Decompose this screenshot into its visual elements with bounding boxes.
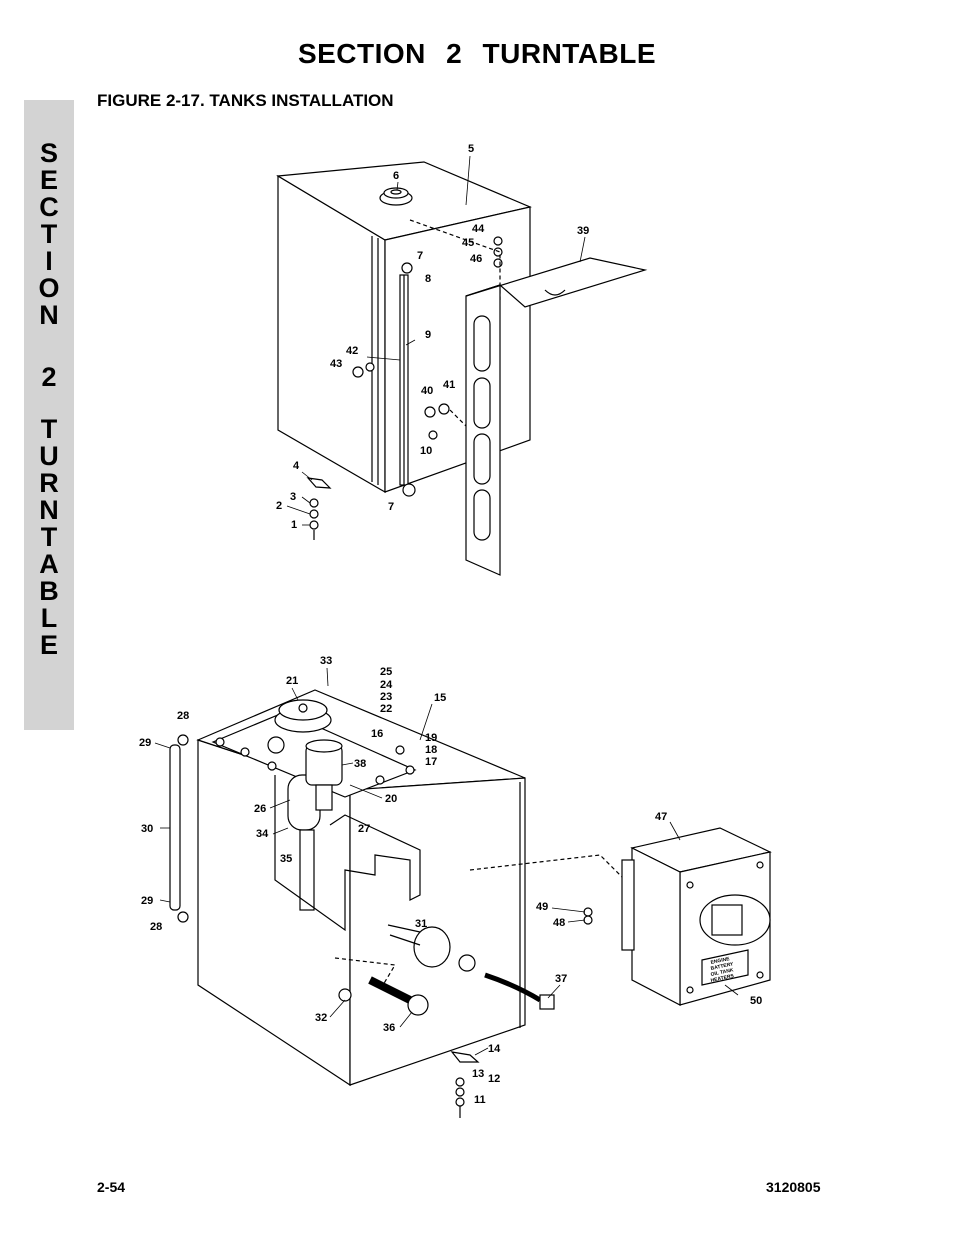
callout: 21 — [286, 675, 298, 687]
sidebar-letter: T — [40, 219, 58, 249]
heater-control-box — [621, 827, 772, 1006]
callout: 16 — [371, 728, 383, 740]
lower-leader-lines — [154, 667, 739, 1056]
callout: 22 — [380, 703, 392, 715]
callout: 12 — [488, 1073, 500, 1085]
callout: 2 — [276, 500, 282, 512]
heater-label-plate: ENGINE BATTERY OIL TANK HEATERS — [710, 956, 735, 984]
callout: 7 — [417, 250, 423, 262]
label-plate-line: ENGINE — [710, 956, 731, 966]
label-plate-line: HEATERS — [710, 973, 735, 984]
callout: 20 — [385, 793, 397, 805]
callout: 4 — [293, 460, 300, 472]
callout: 50 — [750, 995, 762, 1007]
callout: 45 — [462, 237, 474, 249]
callout: 23 — [380, 691, 392, 703]
callout: 13 — [472, 1068, 484, 1080]
sidebar-letter: O — [38, 273, 60, 303]
sidebar-letter: N — [39, 495, 59, 525]
callout: 43 — [330, 358, 342, 370]
label-plate-line: BATTERY — [710, 961, 734, 972]
callout: 18 — [425, 744, 437, 756]
callout: 28 — [177, 710, 189, 722]
callout: 11 — [474, 1094, 486, 1106]
sidebar-letter: C — [39, 192, 59, 222]
callout: 14 — [488, 1043, 501, 1055]
callout: 33 — [320, 655, 332, 667]
label-plate-line: OIL TANK — [710, 967, 734, 978]
sidebar-letter: 2 — [41, 362, 57, 392]
callout: 38 — [354, 758, 366, 770]
sidebar-letter: T — [40, 414, 58, 444]
callout: 30 — [141, 823, 153, 835]
callout: 34 — [256, 828, 269, 840]
callout: 27 — [358, 823, 370, 835]
callout: 3 — [290, 491, 296, 503]
callout: 8 — [425, 273, 431, 285]
callout: 17 — [425, 756, 437, 768]
callout: 1 — [291, 519, 297, 531]
callout: 41 — [443, 379, 455, 391]
sidebar-letter: L — [40, 603, 58, 633]
callout: 36 — [383, 1022, 395, 1034]
callout: 28 — [150, 921, 162, 933]
callout: 9 — [425, 329, 431, 341]
callout: 46 — [470, 253, 482, 265]
sidebar-letter: B — [39, 576, 59, 606]
document-number: 3120805 — [766, 1179, 821, 1195]
callout: 6 — [393, 170, 399, 182]
callout: 35 — [280, 853, 292, 865]
callout: 7 — [388, 501, 394, 513]
sidebar-letter: A — [39, 549, 59, 579]
callout: 39 — [577, 225, 589, 237]
upper-callouts: 5 6 44 45 46 39 7 8 9 42 43 40 41 10 4 3… — [276, 143, 589, 531]
callout: 37 — [555, 973, 567, 985]
sidebar-letter: E — [39, 165, 58, 195]
upper-tank-assembly — [276, 161, 648, 576]
lower-callouts: 33 25 24 23 22 15 21 28 29 16 19 18 17 3… — [139, 655, 762, 1106]
callout: 25 — [380, 666, 392, 678]
sidebar-letter: N — [39, 300, 59, 330]
section-title: SECTION 2 TURNTABLE — [297, 38, 657, 69]
lower-tank-assembly — [169, 689, 631, 1118]
sidebar-letter: R — [39, 468, 59, 498]
callout: 31 — [415, 918, 427, 930]
callout: 26 — [254, 803, 266, 815]
callout: 32 — [315, 1012, 327, 1024]
callout: 49 — [536, 901, 548, 913]
callout: 42 — [346, 345, 358, 357]
callout: 48 — [553, 917, 565, 929]
callout: 44 — [472, 223, 485, 235]
callout: 19 — [425, 732, 437, 744]
callout: 10 — [420, 445, 432, 457]
sidebar-letter: S — [39, 138, 58, 168]
callout: 15 — [434, 692, 446, 704]
callout: 40 — [421, 385, 433, 397]
upper-leader-lines — [286, 155, 586, 526]
sidebar-letter: T — [40, 522, 58, 552]
sidebar-letter: I — [45, 246, 53, 276]
callout: 5 — [468, 143, 474, 155]
callout: 29 — [139, 737, 151, 749]
figure-caption: FIGURE 2-17. TANKS INSTALLATION — [97, 91, 394, 110]
sidebar-letter: U — [39, 441, 59, 471]
callout: 29 — [141, 895, 153, 907]
page-number: 2-54 — [97, 1179, 126, 1195]
callout: 24 — [380, 679, 393, 691]
callout: 47 — [655, 811, 667, 823]
sidebar-letter: E — [39, 630, 58, 660]
